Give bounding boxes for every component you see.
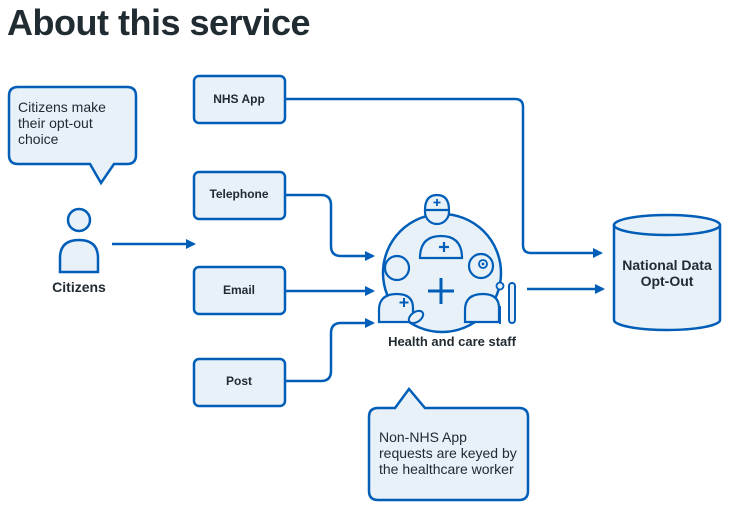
telephone-box [192,170,287,221]
staff-speech-bubble [367,386,530,502]
nhs-app-connector [286,97,603,258]
post-box [192,357,287,408]
email-box [192,265,287,316]
nhs-app-label: NHS App [213,92,265,106]
citizens-bubble-text: Citizens make their opt-out choice [18,99,106,147]
staff-bubble-text: Non-NHS App requests are keyed by the he… [379,429,517,477]
post-label: Post [225,374,252,388]
nhs-app-box [192,74,287,125]
telephone-label: Telephone [209,187,269,201]
destination-label: National Data Opt-Out [622,257,712,289]
email-label: Email [222,283,255,297]
staff-label: Health and care staff [388,334,516,349]
post-connector [286,318,375,383]
citizens-speech-bubble [7,85,138,186]
person-icon [58,207,100,274]
telephone-connector [286,193,375,261]
citizens-label: Citizens [52,279,106,295]
page-title: About this service [7,2,311,43]
database-cylinder-icon [612,213,722,332]
healthcare-staff-group-icon [377,193,516,334]
